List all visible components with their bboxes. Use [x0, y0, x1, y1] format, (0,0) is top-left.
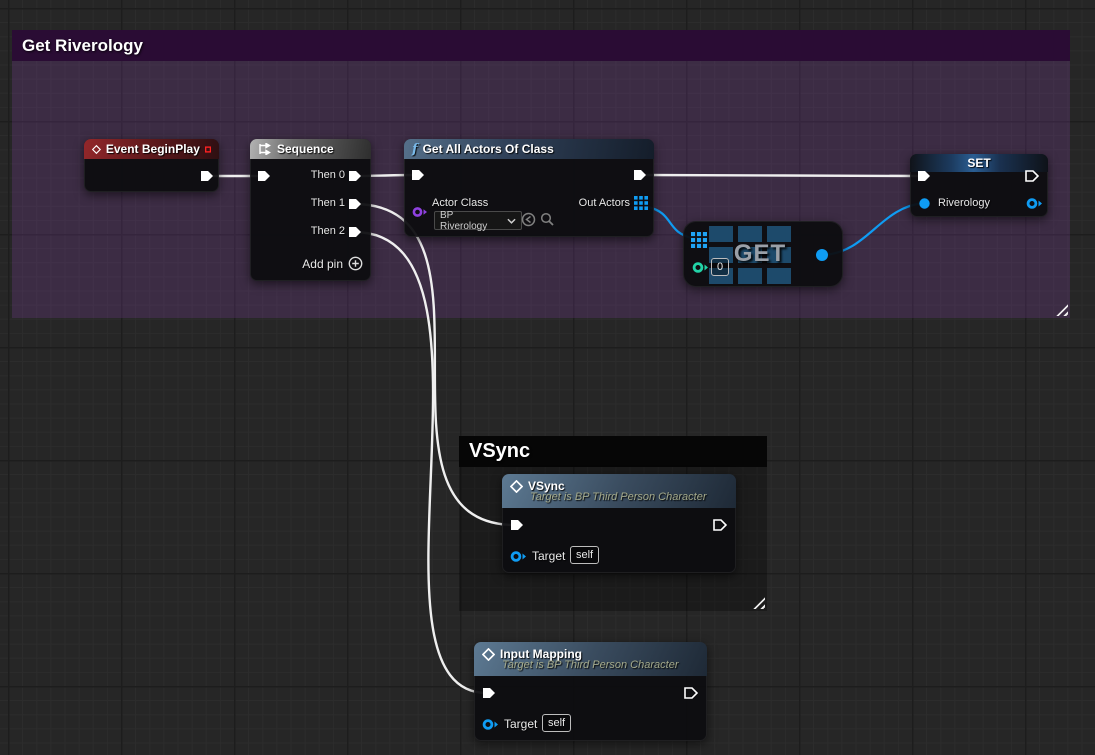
exec-output-pin[interactable]	[684, 686, 698, 700]
target-pin[interactable]	[510, 550, 528, 563]
out-actors-array-pin[interactable]	[634, 196, 648, 210]
exec-input-pin[interactable]	[917, 169, 931, 183]
event-diamond-icon	[92, 144, 101, 154]
exec-input-pin[interactable]	[482, 686, 496, 700]
input-mapping-node[interactable]: Input Mapping Target is BP Third Person …	[474, 642, 707, 741]
actor-class-dropdown[interactable]: BP Riverology	[434, 209, 522, 232]
node-title: VSync	[528, 479, 565, 493]
node-title: Event BeginPlay	[105, 142, 200, 156]
event-beginplay-node[interactable]: Event BeginPlay	[84, 139, 219, 192]
out-actors-pin-label: Out Actors	[578, 197, 630, 209]
exec-input-pin[interactable]	[411, 168, 425, 182]
red-square-badge-icon	[204, 145, 211, 153]
target-value-box[interactable]: self	[542, 714, 572, 732]
add-pin-label[interactable]: Add pin	[302, 257, 343, 271]
get-label: GET	[733, 240, 787, 267]
comment-title: VSync	[469, 440, 531, 462]
sequence-icon	[259, 143, 271, 155]
sequence-node[interactable]: Sequence Then 0 Then 1 Then 2 Add pin	[250, 139, 371, 281]
target-value-box[interactable]: self	[570, 546, 600, 564]
node-subtitle: Target is BP Third Person Character	[530, 491, 707, 503]
actor-class-value: BP Riverology	[440, 209, 488, 232]
comment-header[interactable]: Get Riverology	[12, 30, 1070, 61]
comment-header[interactable]: VSync	[459, 436, 767, 467]
comment-title: Get Riverology	[22, 35, 143, 55]
index-int-pin[interactable]	[692, 261, 710, 274]
then0-pin-label: Then 0	[310, 169, 345, 181]
exec-output-pin[interactable]	[1025, 169, 1039, 183]
index-value-box[interactable]: 0	[711, 258, 730, 276]
node-title: Get All Actors Of Class	[422, 142, 554, 156]
exec-output-pin[interactable]	[200, 169, 214, 183]
node-title: Input Mapping	[500, 647, 582, 661]
exec-output-pin[interactable]	[633, 168, 647, 182]
actor-class-pin[interactable]	[412, 206, 429, 218]
then1-pin-label: Then 1	[310, 197, 345, 209]
node-title: Sequence	[277, 142, 334, 156]
target-pin-label: Target	[504, 717, 538, 731]
get-all-actors-node[interactable]: f Get All Actors Of Class Actor Class BP…	[404, 139, 654, 237]
function-f-icon: f	[412, 141, 418, 157]
node-subtitle: Target is BP Third Person Character	[502, 659, 679, 671]
browse-magnifier-icon[interactable]	[540, 212, 555, 227]
then2-pin-label: Then 2	[310, 225, 345, 237]
riverology-output-pin[interactable]	[1026, 197, 1044, 210]
then2-exec-pin[interactable]	[348, 225, 362, 239]
set-riverology-node[interactable]: SET Riverology	[910, 154, 1048, 217]
riverology-pin-label: Riverology	[938, 197, 990, 209]
chevron-down-icon	[507, 218, 516, 224]
vsync-node[interactable]: VSync Target is BP Third Person Characte…	[502, 474, 736, 573]
exec-input-pin[interactable]	[257, 169, 271, 183]
actor-class-pin-label: Actor Class	[432, 197, 489, 209]
array-input-pin[interactable]	[691, 232, 707, 248]
use-asset-circle-arrow-icon[interactable]	[521, 212, 536, 227]
element-output-pin[interactable]	[815, 248, 831, 262]
exec-output-pin[interactable]	[713, 518, 727, 532]
circled-plus-icon[interactable]	[348, 256, 363, 271]
target-pin-label: Target	[532, 549, 566, 563]
then1-exec-pin[interactable]	[348, 197, 362, 211]
then0-exec-pin[interactable]	[348, 169, 362, 183]
array-get-node[interactable]: GET 0	[683, 221, 843, 287]
node-title: SET	[967, 156, 991, 170]
target-pin[interactable]	[482, 718, 500, 731]
riverology-input-pin[interactable]	[918, 197, 932, 210]
exec-input-pin[interactable]	[510, 518, 524, 532]
